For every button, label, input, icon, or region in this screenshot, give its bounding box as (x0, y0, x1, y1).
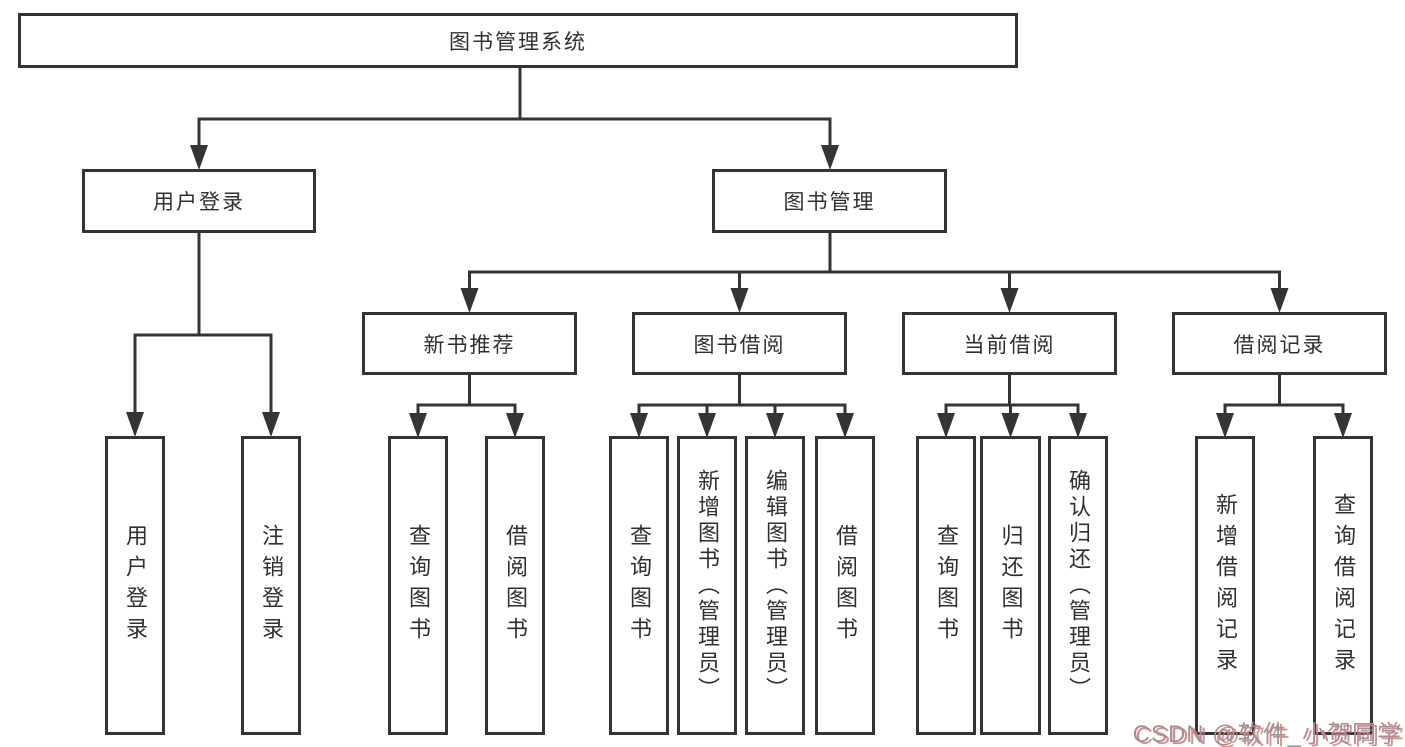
node-label-cb-return-book: 归还图书 (998, 523, 1024, 648)
node-bb-edit-book: 编辑图书（管理员） (745, 436, 805, 735)
arrowhead-icon (1069, 413, 1087, 438)
node-user-login-action: 用户登录 (105, 436, 165, 735)
arrowhead-icon (836, 413, 854, 438)
arrowhead-icon (1000, 288, 1019, 313)
node-label-bb-borrow-book: 借阅图书 (833, 523, 858, 648)
node-logout-action: 注销登录 (241, 436, 301, 735)
node-user-login: 用户登录 (82, 169, 316, 233)
node-label-book-borrow: 图书借阅 (693, 333, 786, 357)
arrowhead-icon (1216, 413, 1234, 438)
connector-group-5 (937, 373, 1087, 438)
node-bb-borrow-book: 借阅图书 (815, 436, 875, 735)
node-root: 图书管理系统 (18, 13, 1018, 68)
node-label-current-borrow: 当前借阅 (963, 333, 1056, 357)
connector-group-6 (1216, 373, 1352, 438)
node-nbr-borrow-book: 借阅图书 (485, 436, 545, 735)
node-label-cb-query-book: 查询图书 (934, 523, 959, 648)
arrowhead-icon (1270, 288, 1289, 313)
arrowhead-icon (506, 413, 524, 438)
node-label-borrow-records: 借阅记录 (1233, 333, 1326, 357)
node-br-add-record: 新增借阅记录 (1195, 436, 1255, 735)
node-label-nbr-query-book: 查询图书 (406, 523, 431, 648)
node-label-book-mgmt: 图书管理 (783, 191, 876, 214)
node-br-query-record: 查询借阅记录 (1313, 436, 1373, 735)
connector-group-4 (630, 373, 854, 438)
arrowhead-icon (190, 145, 208, 170)
node-label-logout-action: 注销登录 (259, 523, 284, 648)
node-label-bb-edit-book: 编辑图书（管理员） (763, 468, 788, 703)
node-current-borrow: 当前借阅 (902, 312, 1117, 375)
connector-group-0 (190, 66, 839, 170)
node-label-bb-query-book: 查询图书 (627, 523, 652, 648)
node-label-user-login-action: 用户登录 (123, 523, 148, 648)
connector-group-1 (126, 231, 280, 437)
node-label-nbr-borrow-book: 借阅图书 (503, 523, 528, 648)
node-book-mgmt: 图书管理 (712, 169, 947, 233)
node-cb-query-book: 查询图书 (916, 436, 976, 735)
arrowhead-icon (409, 413, 427, 438)
node-nbr-query-book: 查询图书 (388, 436, 448, 735)
arrowhead-icon (937, 413, 955, 438)
arrowhead-icon (766, 413, 784, 438)
arrowhead-icon (698, 413, 716, 438)
node-label-new-book-rec: 新书推荐 (423, 333, 516, 357)
arrowhead-icon (1334, 413, 1352, 438)
node-cb-confirm-return: 确认归还（管理员） (1048, 436, 1108, 735)
node-book-borrow: 图书借阅 (632, 312, 847, 375)
arrowhead-icon (1001, 413, 1020, 438)
connector-group-3 (409, 373, 524, 438)
node-label-br-add-record: 新增借阅记录 (1213, 492, 1238, 679)
node-label-user-login: 用户登录 (153, 191, 245, 214)
node-label-bb-add-book: 新增图书（管理员） (695, 468, 720, 703)
arrowhead-icon (460, 288, 479, 313)
node-new-book-rec: 新书推荐 (362, 312, 577, 375)
node-label-root: 图书管理系统 (449, 30, 587, 54)
node-borrow-records: 借阅记录 (1172, 312, 1387, 375)
arrowhead-icon (821, 145, 839, 170)
node-label-cb-confirm-return: 确认归还（管理员） (1066, 468, 1091, 703)
node-bb-query-book: 查询图书 (609, 436, 669, 735)
arrowhead-icon (262, 412, 280, 437)
arrowhead-icon (126, 412, 144, 437)
arrowhead-icon (630, 413, 648, 438)
node-bb-add-book: 新增图书（管理员） (677, 436, 737, 735)
connector-group-2 (460, 231, 1289, 313)
arrowhead-icon (730, 288, 749, 313)
node-cb-return-book: 归还图书 (980, 436, 1041, 735)
node-label-br-query-record: 查询借阅记录 (1331, 492, 1356, 679)
